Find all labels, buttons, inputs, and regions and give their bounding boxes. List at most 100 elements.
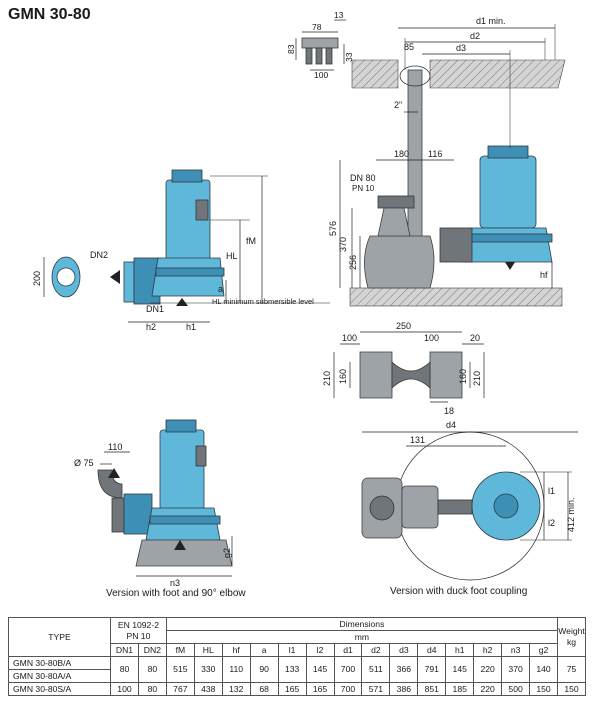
label-576: 576 [328,221,338,236]
label-g2: g2 [222,548,232,558]
col-header: g2 [529,643,558,657]
label-110: 110 [108,442,122,452]
label-210-right: 210 [472,371,482,386]
table-cell: 80 [110,656,139,683]
label-l1: l1 [548,486,555,496]
table-cell: 500 [501,682,531,696]
page-title: GMN 30-80 [8,6,91,23]
specification-table: TYPE EN 1092-2 PN 10 Dimensions Weight k… [8,617,586,696]
label-20: 20 [470,333,480,343]
header-mm: mm [165,630,559,644]
col-header: l2 [305,643,335,657]
table-cell: 75 [557,656,586,683]
label-180: 180 [394,149,409,159]
label-diameter-75: Ø 75 [74,458,94,468]
table-cell: 220 [473,656,503,683]
label-d4: d4 [446,420,456,430]
duck-foot-top-view-drawing: d4 131 l1 l2 412 min. [361,420,578,581]
label-250: 250 [396,321,411,331]
table-cell: 132 [221,682,251,696]
col-header: d2 [361,643,391,657]
label-DN2: DN2 [90,250,108,260]
label-a: a [218,284,223,294]
table-cell: 68 [249,682,279,696]
technical-drawing: d1 min. d2 d3 85 2" 180 116 DN 80 PN 10 … [32,10,578,588]
table-cell: 133 [277,656,307,683]
label-256: 256 [348,255,358,270]
table-cell: 185 [445,682,475,696]
row-type: GMN 30-80S/A [8,682,111,696]
col-header: n3 [501,643,531,657]
label-85: 85 [404,42,414,52]
table-cell: 145 [445,656,475,683]
installation-section-drawing: d1 min. d2 d3 85 2" 180 116 DN 80 PN 10 … [328,16,566,307]
table-cell: 700 [333,682,363,696]
col-header: h1 [445,643,475,657]
label-83: 83 [286,44,296,54]
table-cell: 511 [361,656,391,683]
table-cell: 571 [361,682,391,696]
label-d3: d3 [456,43,466,53]
label-116: 116 [428,149,442,159]
label-200: 200 [32,271,42,286]
table-row: GMN 30-80S/A 100 80 767 438 132 68 165 1… [8,682,586,696]
bracket-detail-drawing: 78 13 83 33 100 [286,10,354,80]
label-d2: d2 [470,31,480,41]
label-78: 78 [312,22,322,32]
caption-duck-foot: Version with duck foot coupling [390,586,528,597]
label-33: 33 [344,52,354,62]
label-100-right: 100 [424,333,439,343]
row-type: GMN 30-80B/A [8,656,111,670]
table-cell: 515 [165,656,195,683]
col-header: l1 [277,643,307,657]
table-cell: 386 [389,682,419,696]
label-2-inch: 2" [394,100,402,110]
table-header-row-1: TYPE EN 1092-2 PN 10 Dimensions Weight k… [8,617,586,657]
label-131: 131 [410,435,425,445]
header-dimensions: Dimensions [165,617,559,631]
label-fM: fM [246,236,256,246]
col-header: fM [165,643,195,657]
table-cell: 150 [557,682,586,696]
col-header: a [249,643,279,657]
table-cell: 90 [249,656,279,683]
table-cell: 150 [529,682,558,696]
col-header: d3 [389,643,419,657]
col-header: d1 [333,643,363,657]
header-weight: Weight kg [557,617,586,657]
label-210-left: 210 [322,371,332,386]
table-cell: 80 [137,656,167,683]
label-hf-right: hf [540,270,548,280]
table-cell: 851 [417,682,447,696]
caption-foot-elbow: Version with foot and 90° elbow [106,588,246,599]
label-h1: h1 [186,322,196,332]
table-cell: 110 [221,656,251,683]
label-n3: n3 [170,578,180,588]
col-header: DN2 [137,643,167,657]
table-cell: 165 [305,682,335,696]
label-pn10: PN 10 [352,184,375,193]
table-cell: 220 [473,682,503,696]
label-412-min: 412 min. [566,497,576,532]
label-13: 13 [334,10,344,20]
label-dn80: DN 80 [350,173,376,183]
col-header: DN1 [110,643,139,657]
label-370: 370 [338,237,348,252]
table-cell: 370 [501,656,531,683]
pump-side-view-drawing: fM HL a HL minimum submersible level DN2… [32,169,330,332]
table-row: GMN 30-80B/A 80 80 515 330 110 90 133 14… [8,656,586,683]
table-cell: 140 [529,656,558,683]
col-header: hf [221,643,251,657]
header-en1092: EN 1092-2 PN 10 [110,617,167,644]
label-100-left: 100 [342,333,357,343]
table-cell: 145 [305,656,335,683]
table-cell: 366 [389,656,419,683]
label-160-left: 160 [338,369,348,384]
label-DN1: DN1 [146,304,164,314]
row-type: GMN 30-80A/A [8,669,111,683]
label-HL-minimum: HL minimum submersible level [212,297,314,306]
table-cell: 767 [165,682,195,696]
label-160-right: 160 [458,369,468,384]
table-cell: 438 [193,682,223,696]
table-cell: 791 [417,656,447,683]
